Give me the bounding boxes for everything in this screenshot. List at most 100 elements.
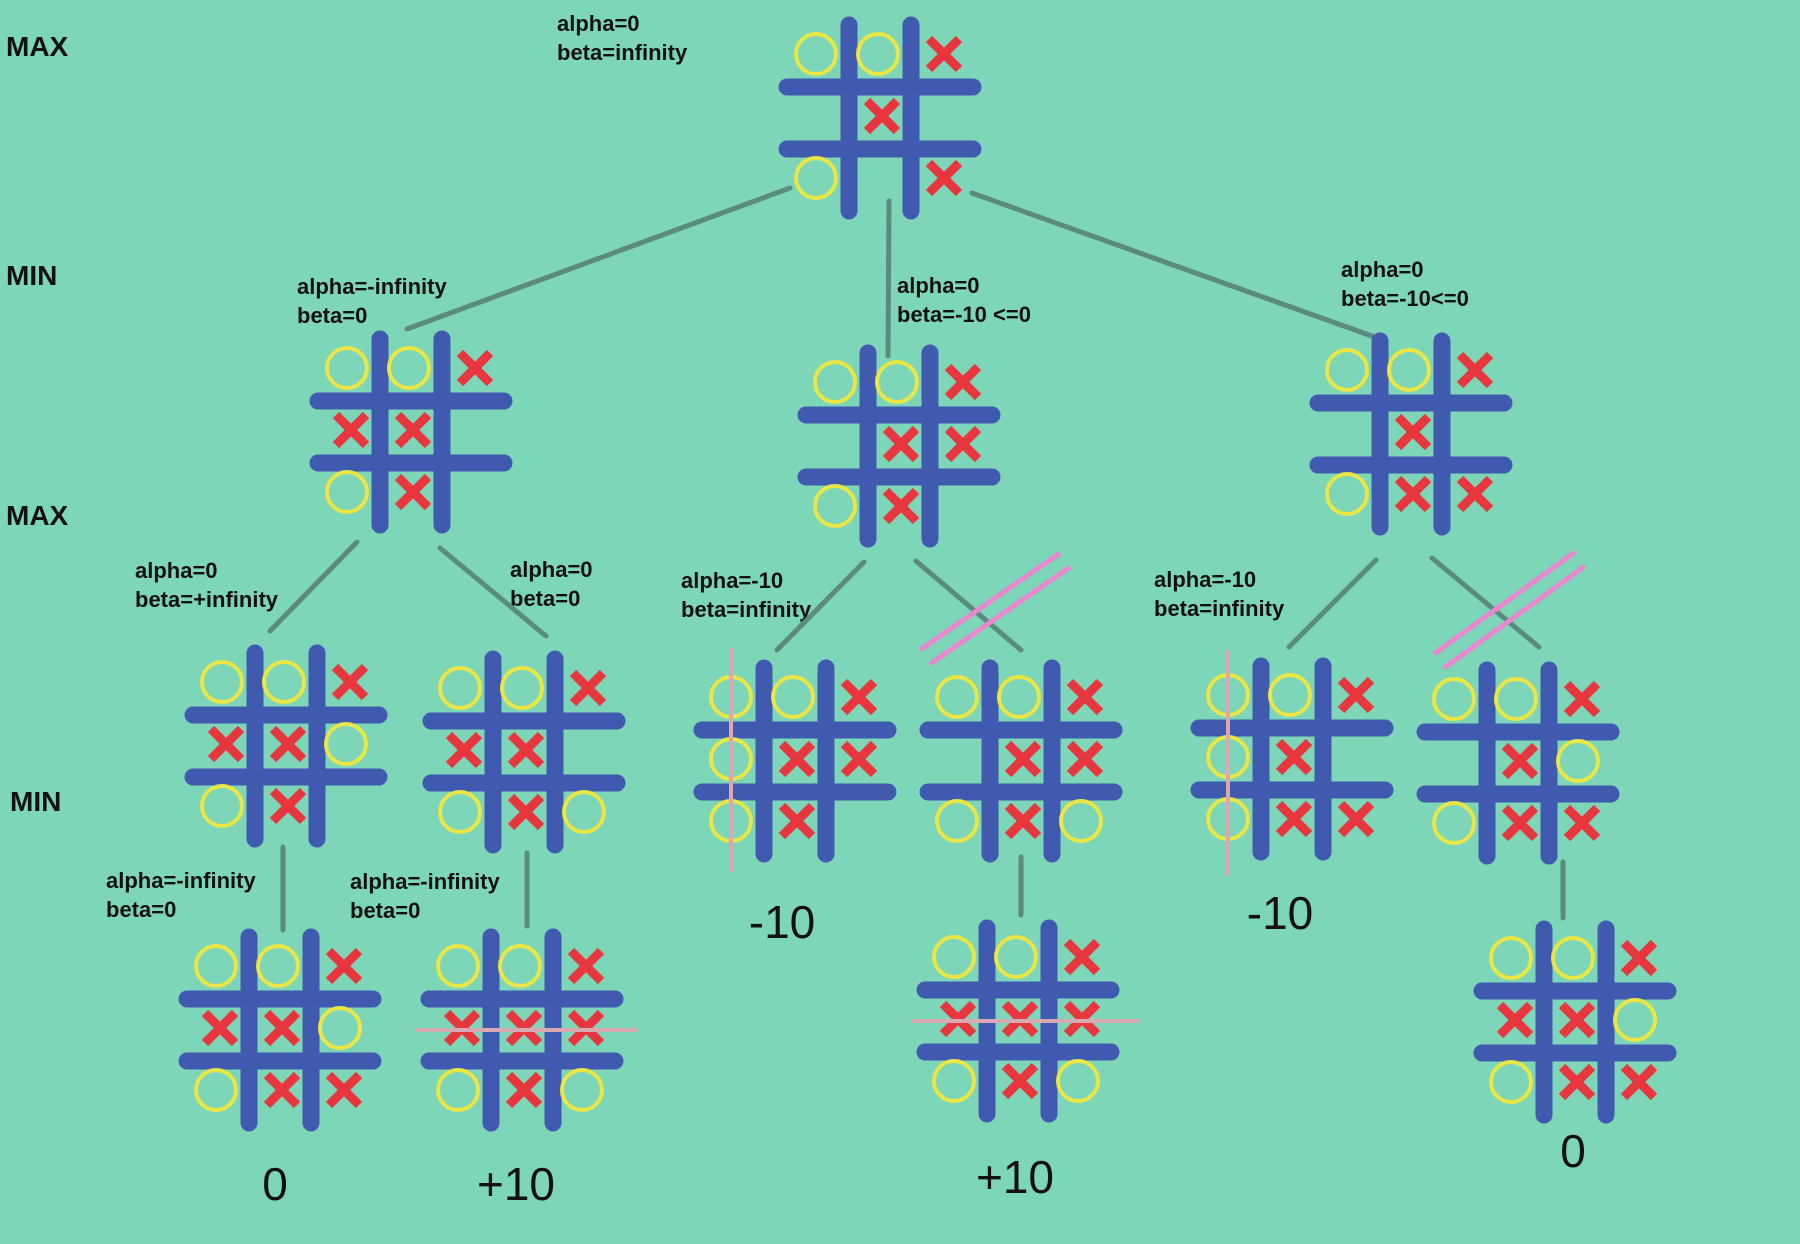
x-mark <box>1337 676 1375 714</box>
x-mark <box>263 1009 301 1047</box>
x-mark <box>1001 1062 1039 1100</box>
board-leaf-1a <box>178 928 382 1132</box>
x-mark <box>325 947 363 985</box>
o-mark <box>498 944 542 988</box>
x-mark <box>505 1071 543 1109</box>
score-leaf-2b: +10 <box>975 1151 1055 1203</box>
x-mark <box>1004 802 1042 840</box>
x-mark <box>445 731 483 769</box>
x-mark <box>1620 1063 1658 1101</box>
alpha-beta-max-3a: alpha=-10 beta=infinity <box>1154 565 1284 623</box>
x-mark <box>944 363 982 401</box>
edge-min-3-max-3a <box>1286 557 1379 650</box>
o-mark <box>813 484 857 528</box>
x-mark <box>567 947 605 985</box>
o-mark <box>562 790 606 834</box>
level-label-min-1: MIN <box>6 260 58 291</box>
edge-root-min-1 <box>404 185 793 332</box>
alpha-beta-min-3: alpha=0 beta=-10<=0 <box>1341 255 1469 313</box>
o-mark <box>1489 936 1533 980</box>
o-mark <box>1325 348 1369 392</box>
x-mark <box>1456 475 1494 513</box>
o-mark <box>387 346 431 390</box>
alpha-value: alpha=-infinity <box>350 869 500 894</box>
beta-value: beta=infinity <box>557 40 688 65</box>
x-mark <box>1004 740 1042 778</box>
x-mark <box>1563 804 1601 842</box>
board-leaf-2b <box>916 919 1120 1123</box>
alpha-beta-max-1a: alpha=0 beta=+infinity <box>135 556 278 614</box>
x-mark <box>925 159 963 197</box>
tree-edges <box>267 185 1566 933</box>
o-mark <box>1494 677 1538 721</box>
x-mark <box>269 787 307 825</box>
o-mark <box>200 660 244 704</box>
x-mark <box>1456 351 1494 389</box>
score-leaf-1a: 0 <box>262 1158 288 1210</box>
beta-value: beta=0 <box>106 897 177 922</box>
o-mark <box>935 675 979 719</box>
o-mark <box>994 935 1038 979</box>
o-mark <box>813 360 857 404</box>
o-mark <box>1556 739 1600 783</box>
board-max-2b <box>919 659 1123 863</box>
x-mark <box>1063 938 1101 976</box>
o-mark <box>875 360 919 404</box>
o-mark <box>794 156 838 200</box>
o-mark <box>1268 673 1312 717</box>
board-max-1b <box>422 650 626 854</box>
prune-mark <box>1432 549 1577 657</box>
o-mark <box>1059 799 1103 843</box>
x-mark <box>1501 804 1539 842</box>
edge-min-2-max-2a <box>774 559 867 653</box>
edge-min-1-max-1a <box>267 539 360 634</box>
board-max-2a <box>693 659 897 863</box>
beta-value: beta=-10<=0 <box>1341 286 1469 311</box>
alpha-value: alpha=0 <box>557 11 640 36</box>
score-max-2a: -10 <box>748 896 816 948</box>
o-mark <box>935 799 979 843</box>
x-mark <box>569 669 607 707</box>
x-mark <box>1496 1001 1534 1039</box>
alpha-value: alpha=0 <box>510 557 593 582</box>
o-mark <box>200 784 244 828</box>
alpha-value: alpha=-infinity <box>297 274 447 299</box>
x-mark <box>944 425 982 463</box>
prune-mark <box>918 550 1062 653</box>
o-mark <box>771 675 815 719</box>
o-mark <box>500 666 544 710</box>
x-mark <box>778 802 816 840</box>
beta-value: beta=-10 <=0 <box>897 302 1031 327</box>
x-mark <box>1337 800 1375 838</box>
beta-value: beta=+infinity <box>135 587 279 612</box>
board-root <box>778 16 982 220</box>
o-mark <box>438 790 482 834</box>
beta-value: beta=infinity <box>681 597 812 622</box>
edge-min-3-max-3b <box>1429 555 1542 650</box>
x-mark <box>925 35 963 73</box>
alpha-value: alpha=-10 <box>681 568 784 593</box>
o-mark <box>1613 998 1657 1042</box>
beta-value: beta=0 <box>350 898 421 923</box>
o-mark <box>856 32 900 76</box>
level-label-min-2: MIN <box>10 786 62 817</box>
edge-root-min-3 <box>969 190 1386 343</box>
edge-min-2-max-2b <box>913 558 1024 653</box>
prune-mark <box>928 564 1072 667</box>
alpha-beta-min-2: alpha=0 beta=-10 <=0 <box>897 271 1031 329</box>
o-mark <box>997 675 1041 719</box>
o-mark <box>1489 1060 1533 1104</box>
beta-value: beta=0 <box>510 586 581 611</box>
x-mark <box>1501 742 1539 780</box>
board-max-3b <box>1416 661 1620 865</box>
o-mark <box>256 944 300 988</box>
alpha-beta-leaf-1b: alpha=-infinity beta=0 <box>350 867 500 925</box>
alpha-beta-root: alpha=0 beta=infinity <box>557 9 687 67</box>
o-mark <box>436 944 480 988</box>
x-mark <box>331 663 369 701</box>
o-mark <box>194 1068 238 1112</box>
edge-root-min-2 <box>885 198 892 359</box>
score-leaf-3b: 0 <box>1560 1125 1586 1177</box>
alpha-value: alpha=0 <box>897 273 980 298</box>
